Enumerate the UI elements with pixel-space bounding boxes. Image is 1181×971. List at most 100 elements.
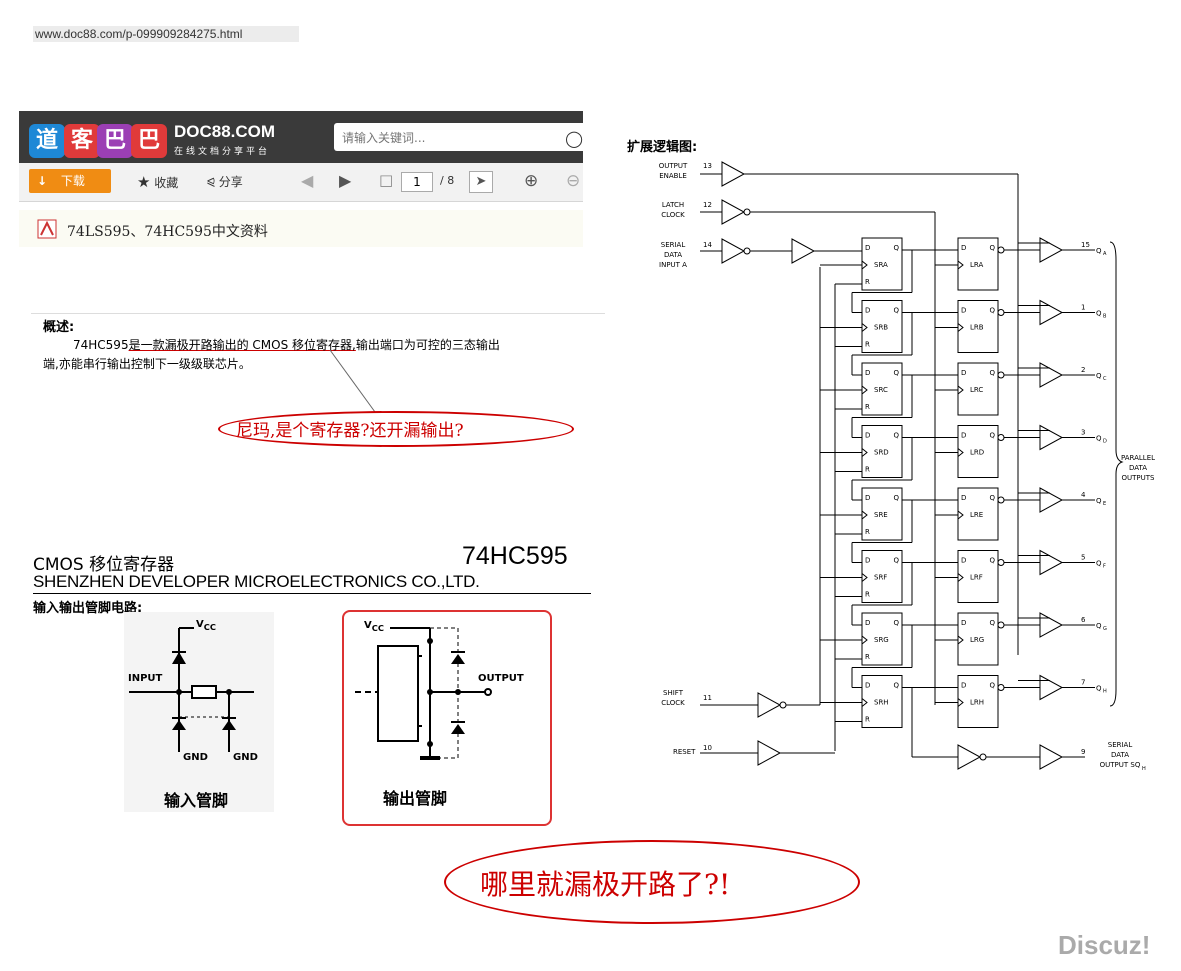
search-input[interactable] [340, 124, 564, 152]
logo-char-2: 客 [64, 124, 100, 158]
si-buffer1 [721, 238, 746, 264]
lr-label-7: LRH [970, 699, 984, 707]
out-buffer-3 [1039, 424, 1064, 451]
out-label-3: Q [1096, 435, 1102, 443]
gnd-label-1: GND [183, 752, 208, 763]
sr-label-5: SRF [874, 574, 887, 582]
sr-label-0: SRA [874, 261, 888, 269]
brand-name: DOC88.COM [174, 122, 276, 141]
out-buffer-5 [1039, 549, 1064, 576]
out-sub-2: C [1103, 376, 1107, 382]
out-buffer-0 [1039, 237, 1064, 263]
lr-d-3: D [961, 432, 966, 440]
out-buffer-4 [1039, 487, 1064, 513]
sr-label-6: SRG [874, 636, 889, 644]
out-pin-6: 6 [1081, 616, 1086, 624]
out-sub-7: H [1103, 689, 1107, 695]
brand-tagline: 在线文档分享平台 [174, 147, 271, 157]
sr-d-1: D [865, 307, 870, 315]
lr-d-0: D [961, 244, 966, 252]
document-title: 74LS595、74HC595中文资料 [67, 224, 268, 240]
prev-page-icon[interactable]: ◀ [301, 171, 314, 190]
out-buffer-6 [1039, 612, 1064, 638]
serial-in-label-2: INPUT A [659, 261, 687, 269]
lr-label-1: LRB [970, 324, 984, 332]
pin-oe: 13 [703, 162, 712, 170]
out-buffer-2 [1039, 362, 1064, 388]
go-page-icon[interactable]: ➤ [469, 171, 493, 193]
sr-a [861, 237, 903, 291]
download-button[interactable]: ↓ 下载 [29, 169, 111, 193]
out-buffer-1 [1039, 299, 1064, 326]
lr-b [957, 300, 999, 353]
sr-q-1: Q [893, 307, 899, 315]
star-icon: ★ [137, 173, 151, 191]
out-sub-5: F [1103, 564, 1106, 570]
si-buffer1-bubble [743, 247, 751, 255]
lr-label-0: LRA [970, 261, 983, 269]
output-brace [1109, 241, 1124, 707]
out-pin-7: 7 [1081, 679, 1085, 687]
sr-q-4: Q [893, 494, 899, 502]
collect-button[interactable]: ★ 收藏 [137, 173, 179, 191]
out-label-2: Q [1096, 372, 1102, 380]
share-button[interactable]: ⪨ 分享 [207, 174, 243, 190]
pin-lc: 12 [703, 201, 712, 209]
zoom-in-icon[interactable]: ⊕ [524, 171, 539, 191]
lr-out-bubble-0 [997, 246, 1005, 254]
sc-buffer [757, 692, 782, 718]
lr-out-bubble-1 [997, 309, 1005, 316]
divider [31, 313, 605, 314]
url-bar[interactable]: www.doc88.com/p-099909284275.html [33, 26, 299, 42]
out-sub-1: B [1103, 314, 1107, 320]
out-label-7: Q [1096, 685, 1102, 693]
out-pin-4: 4 [1081, 491, 1086, 499]
si-buffer2 [791, 238, 816, 264]
doc-toolbar: ↓ 下载 ★ 收藏 ⪨ 分享 ◀ ▶ □ 1 / 8 ➤ ⊕ ⊖ [19, 163, 583, 202]
lr-q-0: Q [989, 244, 995, 252]
zoom-out-icon[interactable]: ⊖ [566, 171, 581, 191]
sr-r-1: R [865, 341, 870, 349]
lr-q-2: Q [989, 369, 995, 377]
output-pin-caption: 输出管脚 [383, 789, 448, 808]
discuz-watermark: Discuz! [1058, 930, 1151, 960]
serial-out-label-1: DATA [1111, 751, 1129, 759]
output-enable-label-1: ENABLE [659, 172, 687, 180]
logo-char-1: 道 [29, 124, 65, 158]
pin-sc: 11 [703, 694, 712, 702]
overview-line-1: 74HC595是一款漏极开路输出的 CMOS 移位寄存器,输出端口为可控的三态输… [73, 338, 500, 352]
lr-d-1: D [961, 307, 966, 315]
parallel-label-1: DATA [1129, 464, 1147, 472]
sr-d [861, 425, 903, 478]
next-page-icon[interactable]: ▶ [339, 171, 352, 190]
vcc-label-out: VCC [364, 620, 384, 633]
vcc-label-in: VCC [196, 619, 216, 632]
lr-d-4: D [961, 494, 966, 502]
sr-d-7: D [865, 682, 870, 690]
sr-g [861, 612, 903, 666]
sc-buffer-bubble [779, 701, 787, 709]
lr-label-6: LRG [970, 636, 984, 644]
page-icon: □ [379, 171, 394, 189]
out-sub-3: D [1103, 439, 1107, 445]
lr-e [957, 487, 999, 541]
sqh-inv [957, 744, 982, 770]
output-pin-circuit [355, 627, 492, 760]
parallel-label-2: OUTPUTS [1122, 474, 1156, 482]
page-number-input[interactable]: 1 [401, 172, 433, 192]
lr-q-6: Q [989, 619, 995, 627]
out-label-6: Q [1096, 622, 1102, 630]
shift-clock-label-0: SHIFT [663, 689, 684, 697]
pin-si: 14 [703, 241, 712, 249]
lr-d-5: D [961, 557, 966, 565]
out-sub-4: E [1103, 501, 1106, 507]
lr-out-bubble-7 [997, 684, 1005, 691]
lr-label-3: LRD [970, 449, 984, 457]
lr-label-5: LRF [970, 574, 983, 582]
latch-clock-label-1: CLOCK [661, 211, 685, 219]
overview-title: 概述: [43, 320, 75, 335]
sr-q-7: Q [893, 682, 899, 690]
sr-c [861, 362, 903, 416]
pin-rst: 10 [703, 744, 712, 752]
search-icon[interactable]: ◯ [565, 129, 583, 148]
